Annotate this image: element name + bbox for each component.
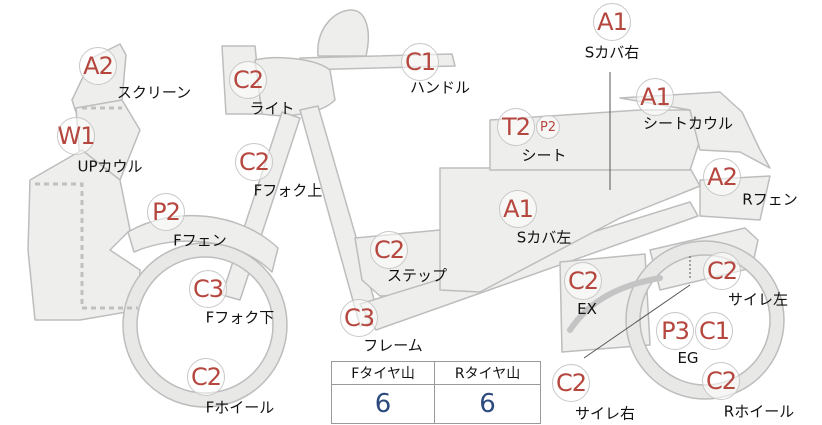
part-code-badge: C1 xyxy=(695,312,733,350)
part-label: シート xyxy=(521,146,567,165)
part-code-badge: C2 xyxy=(235,143,273,181)
frame-downtube-shape xyxy=(299,105,381,327)
part-label: Fフォク上 xyxy=(253,181,323,200)
part-label: ハンドル xyxy=(409,78,471,97)
part-label: Fホイール xyxy=(205,398,275,417)
part-code-badge: W1 xyxy=(57,117,96,155)
part-label: Sカバ左 xyxy=(516,228,572,247)
part-code-badge: C2 xyxy=(564,262,602,300)
part-code-badge: C2 xyxy=(229,61,267,99)
part-label: サイレ右 xyxy=(574,404,636,423)
part-code-badge: C3 xyxy=(189,270,227,308)
cowl-divider-2 xyxy=(35,182,138,310)
head-cover-shape xyxy=(254,56,336,117)
front-tire-tread-header: Fタイヤ山 xyxy=(330,361,436,385)
part-code-badge: P2 xyxy=(147,193,185,231)
part-label: ステップ xyxy=(386,266,448,285)
part-label: スクリーン xyxy=(116,83,192,102)
part-label: Sカバ右 xyxy=(584,43,640,62)
leg-shield-shape xyxy=(27,149,141,321)
part-code-badge: A2 xyxy=(79,47,117,85)
part-code-badge: C2 xyxy=(187,358,225,396)
part-label: フレーム xyxy=(363,336,423,355)
exhaust-pipe xyxy=(567,275,663,333)
part-code-badge: C2 xyxy=(370,231,408,269)
part-code-badge: A1 xyxy=(499,190,537,228)
part-label: Rフェン xyxy=(742,190,798,209)
part-label: サイレ左 xyxy=(727,290,789,309)
front-wheel-outline xyxy=(122,242,288,408)
part-label: ライト xyxy=(249,99,295,118)
part-code-badge: C2 xyxy=(552,364,590,402)
muffler-right-leader xyxy=(583,284,691,359)
part-label: Fフォク下 xyxy=(205,308,275,327)
part-code-badge-p3-engine: P3 xyxy=(656,312,694,350)
part-code-badge: C2 xyxy=(703,252,741,290)
rear-tire-tread-value: 6 xyxy=(434,384,541,424)
rear-wheel-outline xyxy=(625,240,785,400)
part-label: Rホイール xyxy=(723,402,795,421)
part-code-badge: C2 xyxy=(702,362,740,400)
rear-tire-tread-header: Rタイヤ山 xyxy=(434,361,541,385)
tire-tread-table: Fタイヤ山 Rタイヤ山 6 6 xyxy=(330,361,541,424)
part-code-badge: T2 xyxy=(497,108,535,146)
mirror-shape xyxy=(317,9,369,57)
part-label: シートカウル xyxy=(642,114,734,133)
part-label: UPカウル xyxy=(77,157,143,176)
front-wheel-tire xyxy=(123,243,287,407)
part-code-badge: A2 xyxy=(703,158,741,196)
part-code-badge: C3 xyxy=(340,299,378,337)
seat-cowl-shape xyxy=(619,91,771,169)
part-label: EG xyxy=(677,349,699,367)
part-label: EX xyxy=(577,300,597,318)
muffler-shape xyxy=(649,227,759,291)
part-code-badge: C1 xyxy=(401,43,439,81)
part-code-badge: A1 xyxy=(593,3,631,41)
part-code-badge-p2-seat: P2 xyxy=(536,115,560,139)
part-label: Fフェン xyxy=(173,231,227,250)
part-code-badge: A1 xyxy=(636,78,674,116)
front-tire-tread-value: 6 xyxy=(330,384,436,424)
